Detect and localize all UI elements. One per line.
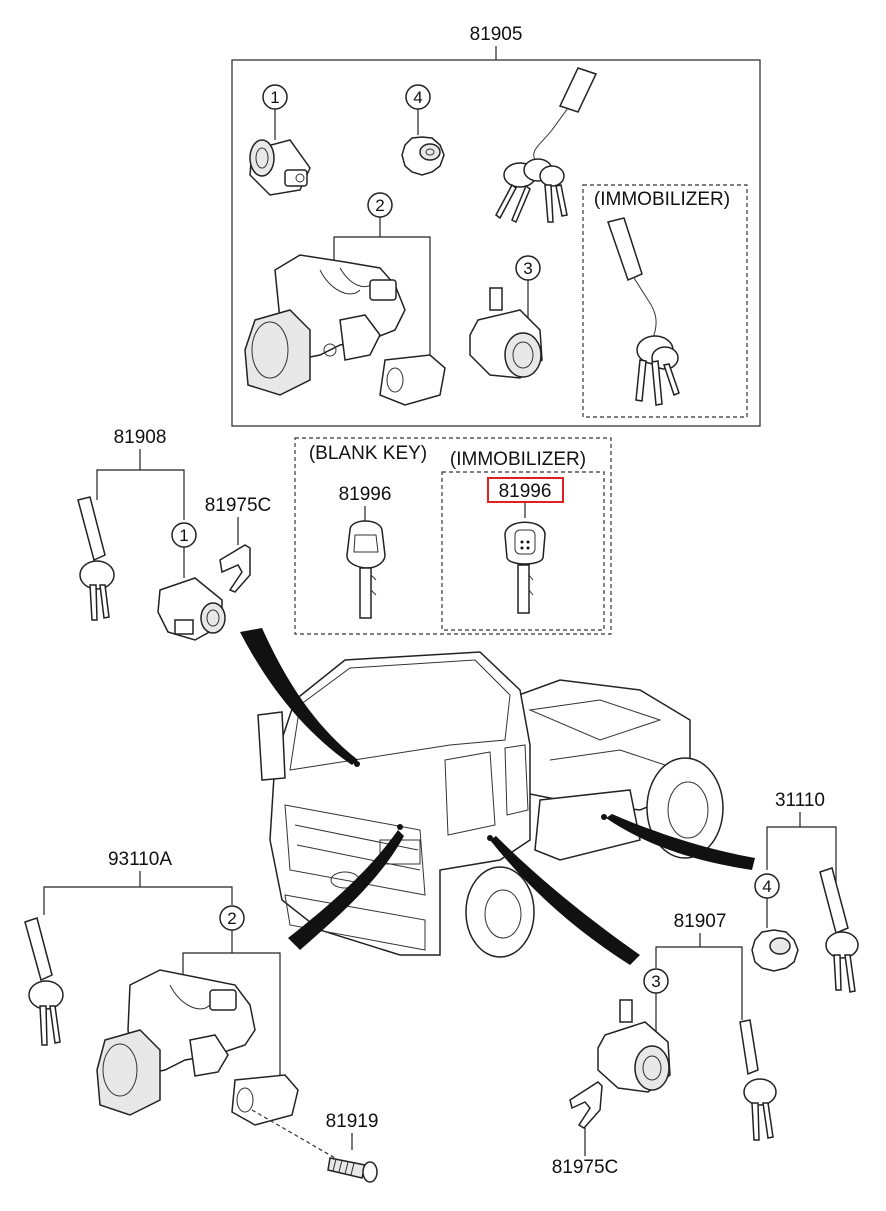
key-options-frame <box>294 437 612 635</box>
label-81907[interactable]: 81907 <box>674 911 727 932</box>
svg-text:3: 3 <box>523 259 532 278</box>
index-callout-2: 2 <box>333 192 431 360</box>
immobilizer-key-icon[interactable] <box>504 521 546 614</box>
label-81975C-right[interactable]: 81975C <box>552 1157 619 1178</box>
cap-key-set-icon[interactable] <box>819 867 859 993</box>
index-callout-2-ignition: 2 <box>182 905 281 1075</box>
pointer-to-door <box>490 836 640 965</box>
blank-key-icon[interactable] <box>346 520 386 619</box>
ignition-clamp-icon[interactable] <box>231 1074 299 1126</box>
ignition-switch-icon[interactable] <box>244 254 406 396</box>
index-callout-3-door: 3 <box>643 968 669 1040</box>
left-key-set-icon[interactable] <box>77 496 115 621</box>
index-callout-4: 4 <box>405 84 431 135</box>
label-81905[interactable]: 81905 <box>470 24 523 45</box>
door-lock-cylinder-icon[interactable] <box>249 139 311 196</box>
label-81908[interactable]: 81908 <box>114 427 167 448</box>
door-key-set-icon[interactable] <box>739 1019 777 1141</box>
door-cylinder-icon[interactable] <box>469 287 543 379</box>
right-clip-icon[interactable] <box>569 1081 603 1129</box>
assembly-31110: 31110 4 <box>751 790 859 993</box>
svg-text:1: 1 <box>270 88 279 107</box>
label-93110A[interactable]: 93110A <box>108 849 172 870</box>
svg-text:4: 4 <box>762 877 771 896</box>
door-lock-cylinder-3-icon[interactable] <box>597 999 671 1093</box>
label-81975C-left[interactable]: 81975C <box>205 495 272 516</box>
index-callout-4-cap: 4 <box>754 873 780 928</box>
immobilizer-key-set-icon[interactable] <box>607 217 680 406</box>
key-options-box: (BLANK KEY) (IMMOBILIZER) 81996 81996 <box>294 437 612 635</box>
label-immobilizer-key[interactable]: (IMMOBILIZER) <box>450 449 586 470</box>
screw-icon[interactable] <box>327 1157 378 1183</box>
svg-text:1: 1 <box>179 526 188 545</box>
label-81996-blank[interactable]: 81996 <box>339 484 392 505</box>
pointer-arrows <box>240 628 755 965</box>
clamp-bracket-icon[interactable] <box>379 354 446 406</box>
immobilizer-box <box>582 184 748 418</box>
assembly-81907: 81907 3 81975C <box>552 911 777 1178</box>
label-81996-immobilizer[interactable]: 81996 <box>499 481 552 502</box>
assembly-81905: 81905 1 4 <box>231 24 761 427</box>
label-blank-key[interactable]: (BLANK KEY) <box>309 443 427 464</box>
svg-text:2: 2 <box>375 196 384 215</box>
cap-lock-icon[interactable] <box>751 929 799 972</box>
assembly-81908: 81908 1 81975C <box>77 427 272 641</box>
label-81919[interactable]: 81919 <box>326 1111 379 1132</box>
fuel-cap-lock-icon[interactable] <box>401 136 445 176</box>
index-callout-1: 1 <box>262 84 288 140</box>
key-set-icon[interactable] <box>495 67 598 224</box>
svg-text:3: 3 <box>651 972 660 991</box>
left-clip-icon[interactable] <box>219 544 251 593</box>
left-door-cylinder-icon[interactable] <box>157 577 226 641</box>
screw-81919: 81919 <box>326 1111 379 1183</box>
label-31110[interactable]: 31110 <box>775 790 825 811</box>
ignition-assembly-icon[interactable] <box>96 969 256 1116</box>
pointer-to-left-assembly <box>240 628 358 765</box>
ignition-key-set-icon[interactable] <box>24 917 64 1046</box>
assembly-93110A: 93110A 2 <box>24 849 336 1159</box>
pointer-to-ignition <box>288 830 404 950</box>
label-immobilizer-main[interactable]: (IMMOBILIZER) <box>594 189 730 210</box>
immobilizer-key-frame <box>441 471 605 631</box>
svg-text:2: 2 <box>227 909 236 928</box>
pointer-to-cap <box>606 814 755 870</box>
truck-illustration <box>257 651 724 958</box>
index-callout-1-left: 1 <box>171 522 197 578</box>
assembly-81905-frame <box>231 59 761 427</box>
highlight-box <box>487 477 564 503</box>
svg-text:4: 4 <box>413 88 422 107</box>
